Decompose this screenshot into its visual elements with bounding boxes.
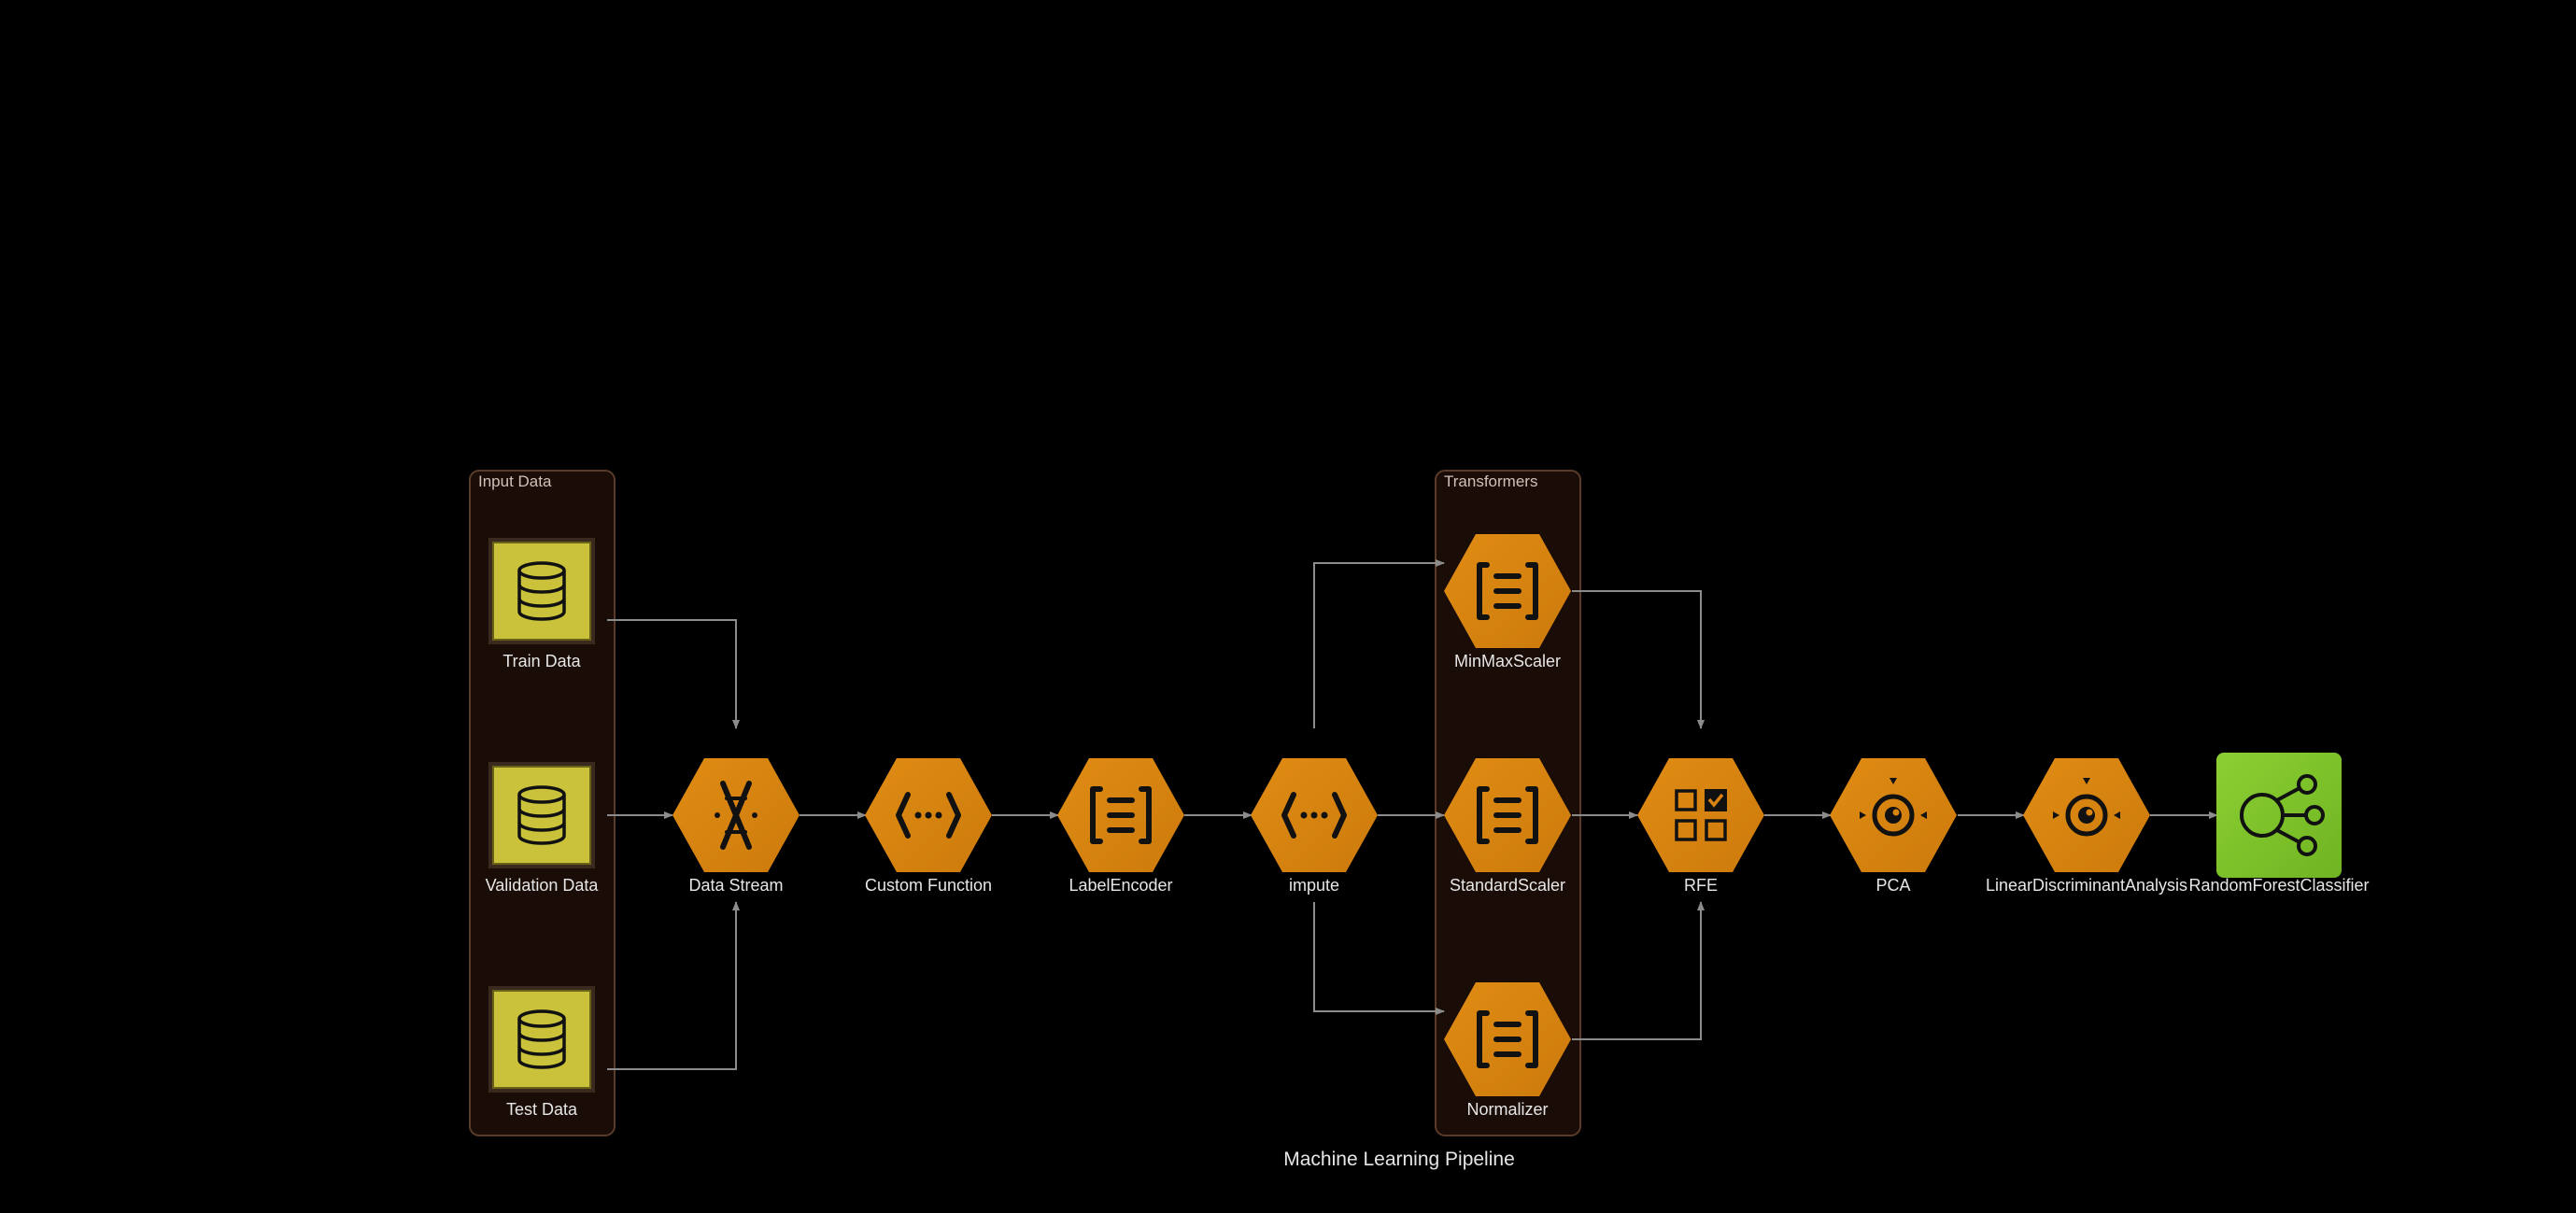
node-data-stream[interactable]: Data Stream — [672, 758, 800, 895]
node-test-data-label: Test Data — [506, 1100, 578, 1119]
diagram-caption: Machine Learning Pipeline — [1283, 1149, 1515, 1170]
node-standardscaler-label: StandardScaler — [1450, 876, 1565, 895]
node-labelencoder[interactable]: LabelEncoder — [1057, 758, 1184, 895]
edge-train-to-datastream — [607, 619, 740, 729]
edges — [607, 559, 2218, 1070]
target-icon — [1860, 778, 1927, 837]
node-lda-label: LinearDiscriminantAnalysis — [1986, 876, 2187, 895]
node-standardscaler[interactable]: StandardScaler — [1444, 758, 1571, 895]
node-test-data[interactable]: Test Data — [488, 986, 595, 1119]
node-minmaxscaler[interactable]: MinMaxScaler — [1444, 534, 1571, 670]
database-icon — [517, 561, 566, 621]
edge-impute-to-minmax — [1313, 559, 1445, 728]
database-icon — [517, 785, 566, 845]
node-randomforestclassifier[interactable]: RandomForestClassifier — [2188, 753, 2370, 895]
list-icon — [1477, 786, 1538, 844]
function-icon — [1281, 792, 1347, 839]
cluster-input-data-label: Input Data — [478, 473, 552, 490]
dataflow-icon — [715, 781, 757, 850]
list-icon — [1477, 1010, 1538, 1068]
list-icon — [1477, 562, 1538, 620]
node-normalizer-label: Normalizer — [1466, 1100, 1548, 1119]
target-icon — [2053, 778, 2120, 837]
edge-test-to-datastream — [607, 901, 740, 1070]
node-rfe-label: RFE — [1684, 876, 1718, 895]
node-validation-data-label: Validation Data — [486, 876, 600, 895]
node-labelencoder-label: LabelEncoder — [1069, 876, 1172, 895]
node-train-data-label: Train Data — [502, 652, 581, 670]
node-validation-data[interactable]: Validation Data — [486, 762, 600, 895]
node-rfe[interactable]: RFE — [1637, 758, 1764, 895]
node-custom-function-label: Custom Function — [865, 876, 992, 895]
edge-minmax-to-rfe — [1572, 590, 1705, 729]
network-icon — [2240, 774, 2325, 856]
node-lda[interactable]: LinearDiscriminantAnalysis — [1986, 758, 2187, 895]
node-pca[interactable]: PCA — [1830, 758, 1957, 895]
database-icon — [517, 1009, 566, 1069]
node-impute[interactable]: impute — [1251, 758, 1378, 895]
function-icon — [896, 792, 961, 839]
checklist-grid-icon — [1675, 789, 1727, 841]
node-impute-label: impute — [1289, 876, 1339, 895]
cluster-transformers-label: Transformers — [1444, 473, 1537, 490]
node-custom-function[interactable]: Custom Function — [865, 758, 992, 895]
node-pca-label: PCA — [1875, 876, 1910, 895]
node-normalizer[interactable]: Normalizer — [1444, 982, 1571, 1119]
node-minmaxscaler-label: MinMaxScaler — [1454, 652, 1561, 670]
node-train-data[interactable]: Train Data — [488, 538, 595, 670]
edge-normalizer-to-rfe — [1572, 901, 1705, 1040]
edge-impute-to-normalizer — [1313, 902, 1445, 1015]
node-data-stream-label: Data Stream — [688, 876, 783, 895]
list-icon — [1090, 786, 1152, 844]
node-randomforestclassifier-label: RandomForestClassifier — [2188, 876, 2369, 895]
